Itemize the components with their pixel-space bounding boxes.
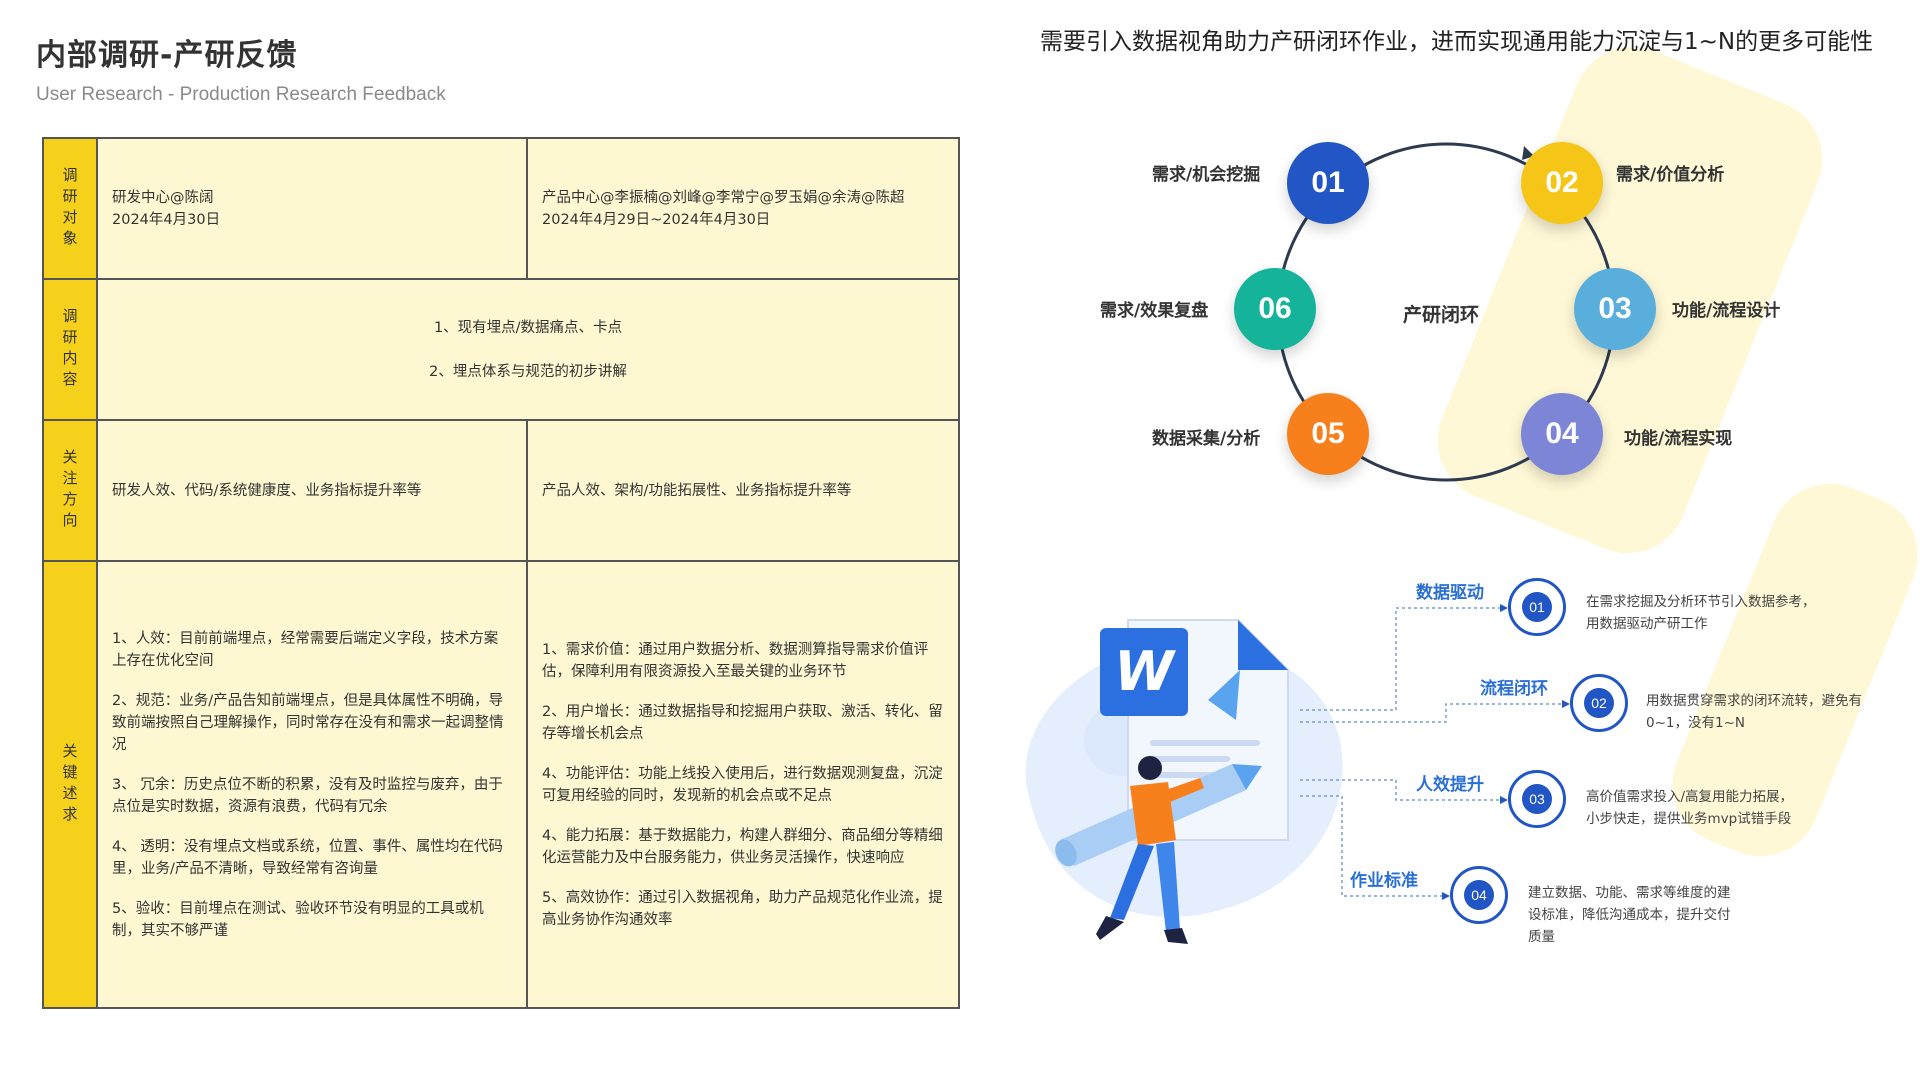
word-icon bbox=[1100, 628, 1188, 716]
feature-03-title: 人效提升 bbox=[1416, 775, 1484, 795]
demands-product-cell: 1、需求价值：通过用户数据分析、数据测算指导需求价值评估，保障利用有限资源投入至… bbox=[542, 641, 943, 928]
cycle-step-02-label: 需求/价值分析 bbox=[1616, 165, 1725, 185]
feature-01-desc: 在需求挖掘及分析环节引入数据参考，用数据驱动产研工作 bbox=[1586, 594, 1816, 632]
person-leg-left bbox=[1110, 844, 1154, 920]
cycle-step-01-label: 需求/机会挖掘 bbox=[1152, 165, 1261, 185]
feature-03-desc: 高价值需求投入/高复用能力拓展，小步快走，提供业务mvp试错手段 bbox=[1586, 789, 1794, 827]
page-subtitle: User Research - Production Research Feed… bbox=[36, 84, 446, 105]
demands-rd-cell: 1、人效：目前前端埋点，经常需要后端定义字段，技术方案上存在优化空间 2、规范：… bbox=[98, 562, 528, 1007]
row-head: 调研内容 bbox=[44, 280, 98, 419]
survey-table: 调研对象 研发中心@陈阔 2024年4月30日 产品中心@李振楠@刘峰@李常宁@… bbox=[42, 137, 960, 1009]
person-body bbox=[1130, 782, 1176, 846]
cycle-step-05-label: 数据采集/分析 bbox=[1152, 429, 1261, 449]
cycle-step-02: 02 bbox=[1521, 142, 1603, 224]
feature-01-badge: 01 bbox=[1508, 578, 1566, 636]
word-icon-letter: W bbox=[1114, 640, 1176, 703]
research-content-cell: 1、现有埋点/数据痛点、卡点 2、埋点体系与规范的初步讲解 bbox=[429, 319, 627, 380]
feature-02-badge: 02 bbox=[1570, 674, 1628, 732]
cycle-step-03-label: 功能/流程设计 bbox=[1672, 301, 1781, 321]
document-fold-icon bbox=[1238, 620, 1288, 670]
cycle-step-06-label: 需求/效果复盘 bbox=[1100, 301, 1209, 321]
feature-04-badge: 04 bbox=[1450, 866, 1508, 924]
feature-04-desc: 建立数据、功能、需求等维度的建设标准，降低沟通成本，提升交付质量 bbox=[1528, 885, 1731, 945]
person-arm bbox=[1166, 778, 1204, 802]
person-head bbox=[1138, 756, 1162, 780]
focus-product-cell: 产品人效、架构/功能拓展性、业务指标提升率等 bbox=[542, 482, 852, 499]
cycle-center-label: 产研闭环 bbox=[1403, 304, 1480, 326]
row-head: 关键述求 bbox=[44, 562, 98, 1007]
subject-product-cell: 产品中心@李振楠@刘峰@李常宁@罗玉娟@余涛@陈超 2024年4月29日~202… bbox=[542, 189, 905, 228]
document-triangle-icon bbox=[1208, 670, 1240, 720]
page-title: 内部调研-产研反馈 bbox=[36, 38, 298, 73]
cycle-step-06: 06 bbox=[1234, 268, 1316, 350]
subject-rd-cell: 研发中心@陈阔 2024年4月30日 bbox=[98, 139, 528, 278]
table-row-subjects: 调研对象 研发中心@陈阔 2024年4月30日 产品中心@李振楠@刘峰@李常宁@… bbox=[44, 139, 958, 280]
cycle-step-04-label: 功能/流程实现 bbox=[1624, 429, 1733, 449]
person-leg-right bbox=[1156, 842, 1180, 932]
cycle-step-05: 05 bbox=[1287, 393, 1369, 475]
table-row-demands: 关键述求 1、人效：目前前端埋点，经常需要后端定义字段，技术方案上存在优化空间 … bbox=[44, 562, 958, 1007]
person-with-document-illustration: W bbox=[1025, 619, 1343, 944]
table-row-focus: 关注方向 研发人效、代码/系统健康度、业务指标提升率等 产品人效、架构/功能拓展… bbox=[44, 421, 958, 562]
row-head: 调研对象 bbox=[44, 139, 98, 278]
row-head: 关注方向 bbox=[44, 421, 98, 560]
feature-01-title: 数据驱动 bbox=[1416, 583, 1484, 603]
feature-03-badge: 03 bbox=[1508, 770, 1566, 828]
right-heading: 需要引入数据视角助力产研闭环作业，进而实现通用能力沉淀与1~N的更多可能性 bbox=[1040, 29, 1874, 55]
cycle-step-04: 04 bbox=[1521, 393, 1603, 475]
focus-rd-cell: 研发人效、代码/系统健康度、业务指标提升率等 bbox=[98, 421, 528, 560]
table-row-content: 调研内容 1、现有埋点/数据痛点、卡点 2、埋点体系与规范的初步讲解 bbox=[44, 280, 958, 421]
cycle-step-01: 01 bbox=[1287, 142, 1369, 224]
feature-02-title: 流程闭环 bbox=[1480, 679, 1548, 699]
feature-04-title: 作业标准 bbox=[1350, 871, 1418, 891]
cycle-step-03: 03 bbox=[1574, 268, 1656, 350]
